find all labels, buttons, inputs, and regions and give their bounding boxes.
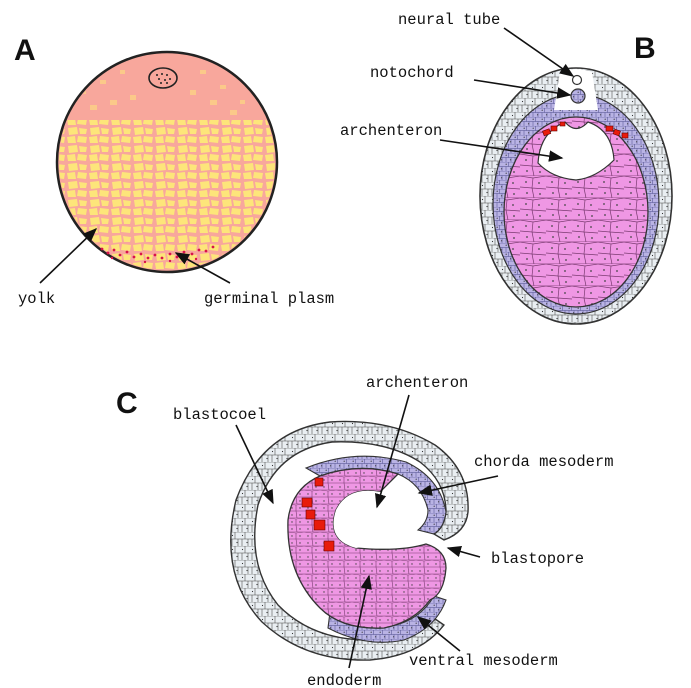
- panel-a: A: [14, 34, 334, 308]
- panel-c: C archenteron blastocoel chorda mesoderm…: [116, 374, 614, 688]
- c-archenteron-cavity: [334, 491, 422, 548]
- nucleus: [149, 68, 177, 88]
- panel-c-letter: C: [116, 387, 138, 420]
- b-notochord: [571, 89, 585, 103]
- b-neural-tube: [573, 76, 582, 85]
- label-ventral-mesoderm: ventral mesoderm: [409, 652, 558, 670]
- panel-b: B neural tube notochord archenteron: [340, 11, 672, 324]
- panel-a-letter: A: [14, 34, 36, 67]
- label-yolk: yolk: [18, 290, 55, 308]
- label-blastocoel: blastocoel: [173, 406, 266, 424]
- label-blastopore: blastopore: [491, 550, 584, 568]
- label-germinal-plasm: germinal plasm: [204, 290, 334, 308]
- neural-tube-arrow: [504, 28, 573, 76]
- label-archenteron-c: archenteron: [366, 374, 468, 392]
- label-archenteron-b: archenteron: [340, 122, 442, 140]
- blastopore-arrow: [448, 548, 480, 557]
- yolk-arrow: [40, 229, 96, 283]
- label-endoderm: endoderm: [307, 672, 381, 688]
- label-neural-tube: neural tube: [398, 11, 500, 29]
- panel-b-letter: B: [634, 32, 656, 65]
- label-notochord: notochord: [370, 64, 454, 82]
- label-chorda-mesoderm: chorda mesoderm: [474, 453, 614, 471]
